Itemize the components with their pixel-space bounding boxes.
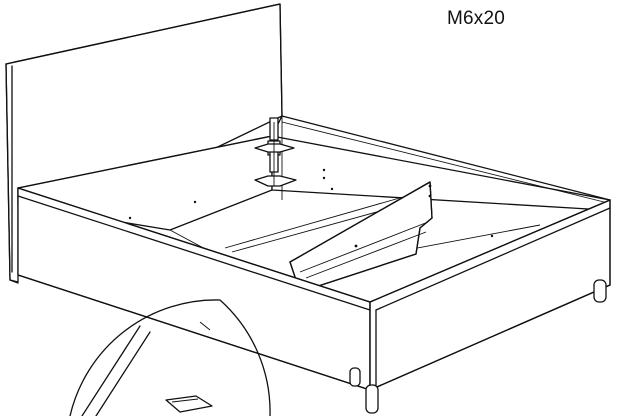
bed-frame-inner — [17, 115, 611, 238]
center-bracket — [254, 117, 297, 187]
bed-legs — [349, 279, 607, 414]
center-beam — [289, 181, 433, 293]
detail-callout — [69, 299, 271, 416]
foot-rail — [369, 199, 611, 391]
screw-size-label: M6x20 — [447, 8, 506, 29]
